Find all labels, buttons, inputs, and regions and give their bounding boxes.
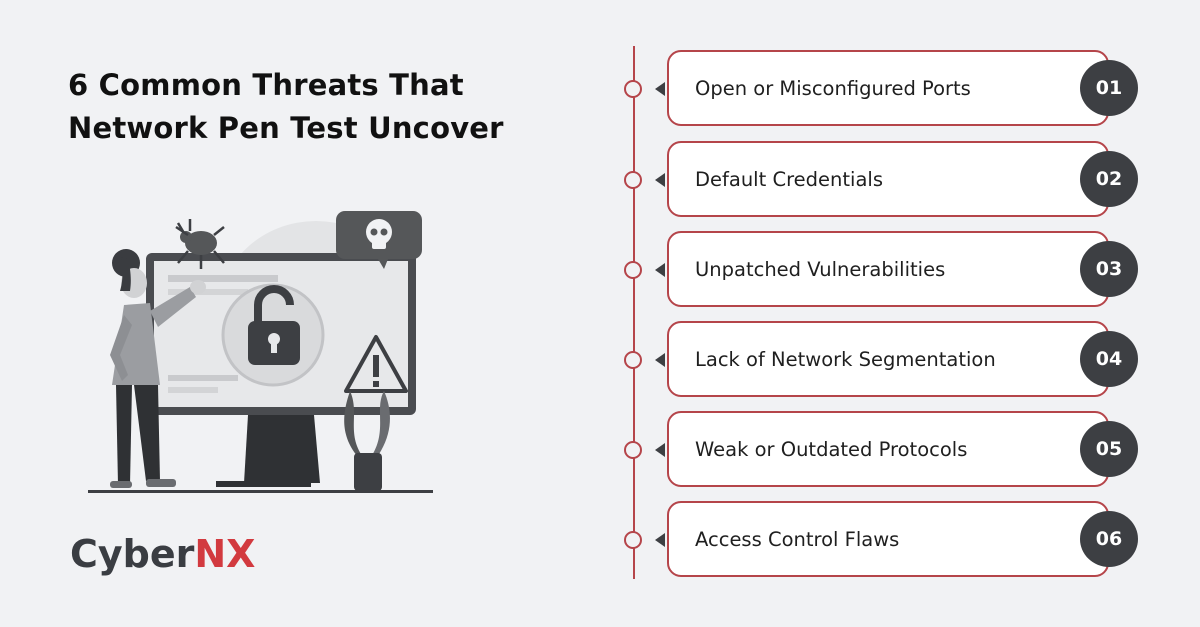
pointer-arrow-icon	[655, 263, 665, 277]
page-title: 6 Common Threats That Network Pen Test U…	[68, 64, 588, 150]
timeline-node	[624, 531, 642, 549]
pointer-arrow-icon	[655, 82, 665, 96]
pointer-arrow-icon	[655, 533, 665, 547]
threat-card: Weak or Outdated Protocols	[667, 411, 1109, 487]
threat-card: Unpatched Vulnerabilities	[667, 231, 1109, 307]
threat-number-badge: 05	[1080, 421, 1138, 477]
threat-label: Lack of Network Segmentation	[695, 347, 996, 371]
brand-part-2: NX	[194, 532, 256, 576]
timeline-node	[624, 351, 642, 369]
warning-icon	[344, 335, 408, 393]
threat-item-04: Lack of Network Segmentation 04	[622, 321, 1142, 397]
title-line-2: Network Pen Test Uncover	[68, 111, 504, 145]
pointer-arrow-icon	[655, 173, 665, 187]
threat-item-06: Access Control Flaws 06	[622, 501, 1142, 577]
title-line-1: 6 Common Threats That	[68, 68, 464, 102]
threat-number-badge: 06	[1080, 511, 1138, 567]
hacker-illustration	[88, 211, 433, 493]
timeline-node	[624, 261, 642, 279]
pointer-arrow-icon	[655, 353, 665, 367]
skull-icon	[336, 211, 422, 269]
timeline-line	[633, 46, 635, 579]
plant-icon	[344, 391, 390, 491]
timeline-node	[624, 171, 642, 189]
threat-label: Access Control Flaws	[695, 527, 900, 551]
threat-card: Lack of Network Segmentation	[667, 321, 1109, 397]
threat-label: Open or Misconfigured Ports	[695, 76, 971, 100]
brand-part-1: Cyber	[70, 532, 195, 576]
brand-logo: CyberNX	[70, 530, 255, 578]
threat-item-03: Unpatched Vulnerabilities 03	[622, 231, 1142, 307]
threat-item-01: Open or Misconfigured Ports 01	[622, 50, 1142, 126]
threat-number-badge: 03	[1080, 241, 1138, 297]
threat-item-02: Default Credentials 02	[622, 141, 1142, 217]
threat-label: Weak or Outdated Protocols	[695, 437, 968, 461]
unlocked-padlock-icon	[221, 283, 325, 387]
timeline-node	[624, 80, 642, 98]
threat-card: Open or Misconfigured Ports	[667, 50, 1109, 126]
threat-number-badge: 02	[1080, 151, 1138, 207]
person-figure	[110, 249, 206, 488]
timeline-node	[624, 441, 642, 459]
threat-label: Default Credentials	[695, 167, 883, 191]
threat-card: Access Control Flaws	[667, 501, 1109, 577]
threat-item-05: Weak or Outdated Protocols 05	[622, 411, 1142, 487]
threat-label: Unpatched Vulnerabilities	[695, 257, 946, 281]
pointer-arrow-icon	[655, 443, 665, 457]
threat-number-badge: 01	[1080, 60, 1138, 116]
threat-number-badge: 04	[1080, 331, 1138, 387]
bug-icon	[175, 219, 225, 269]
threat-card: Default Credentials	[667, 141, 1109, 217]
